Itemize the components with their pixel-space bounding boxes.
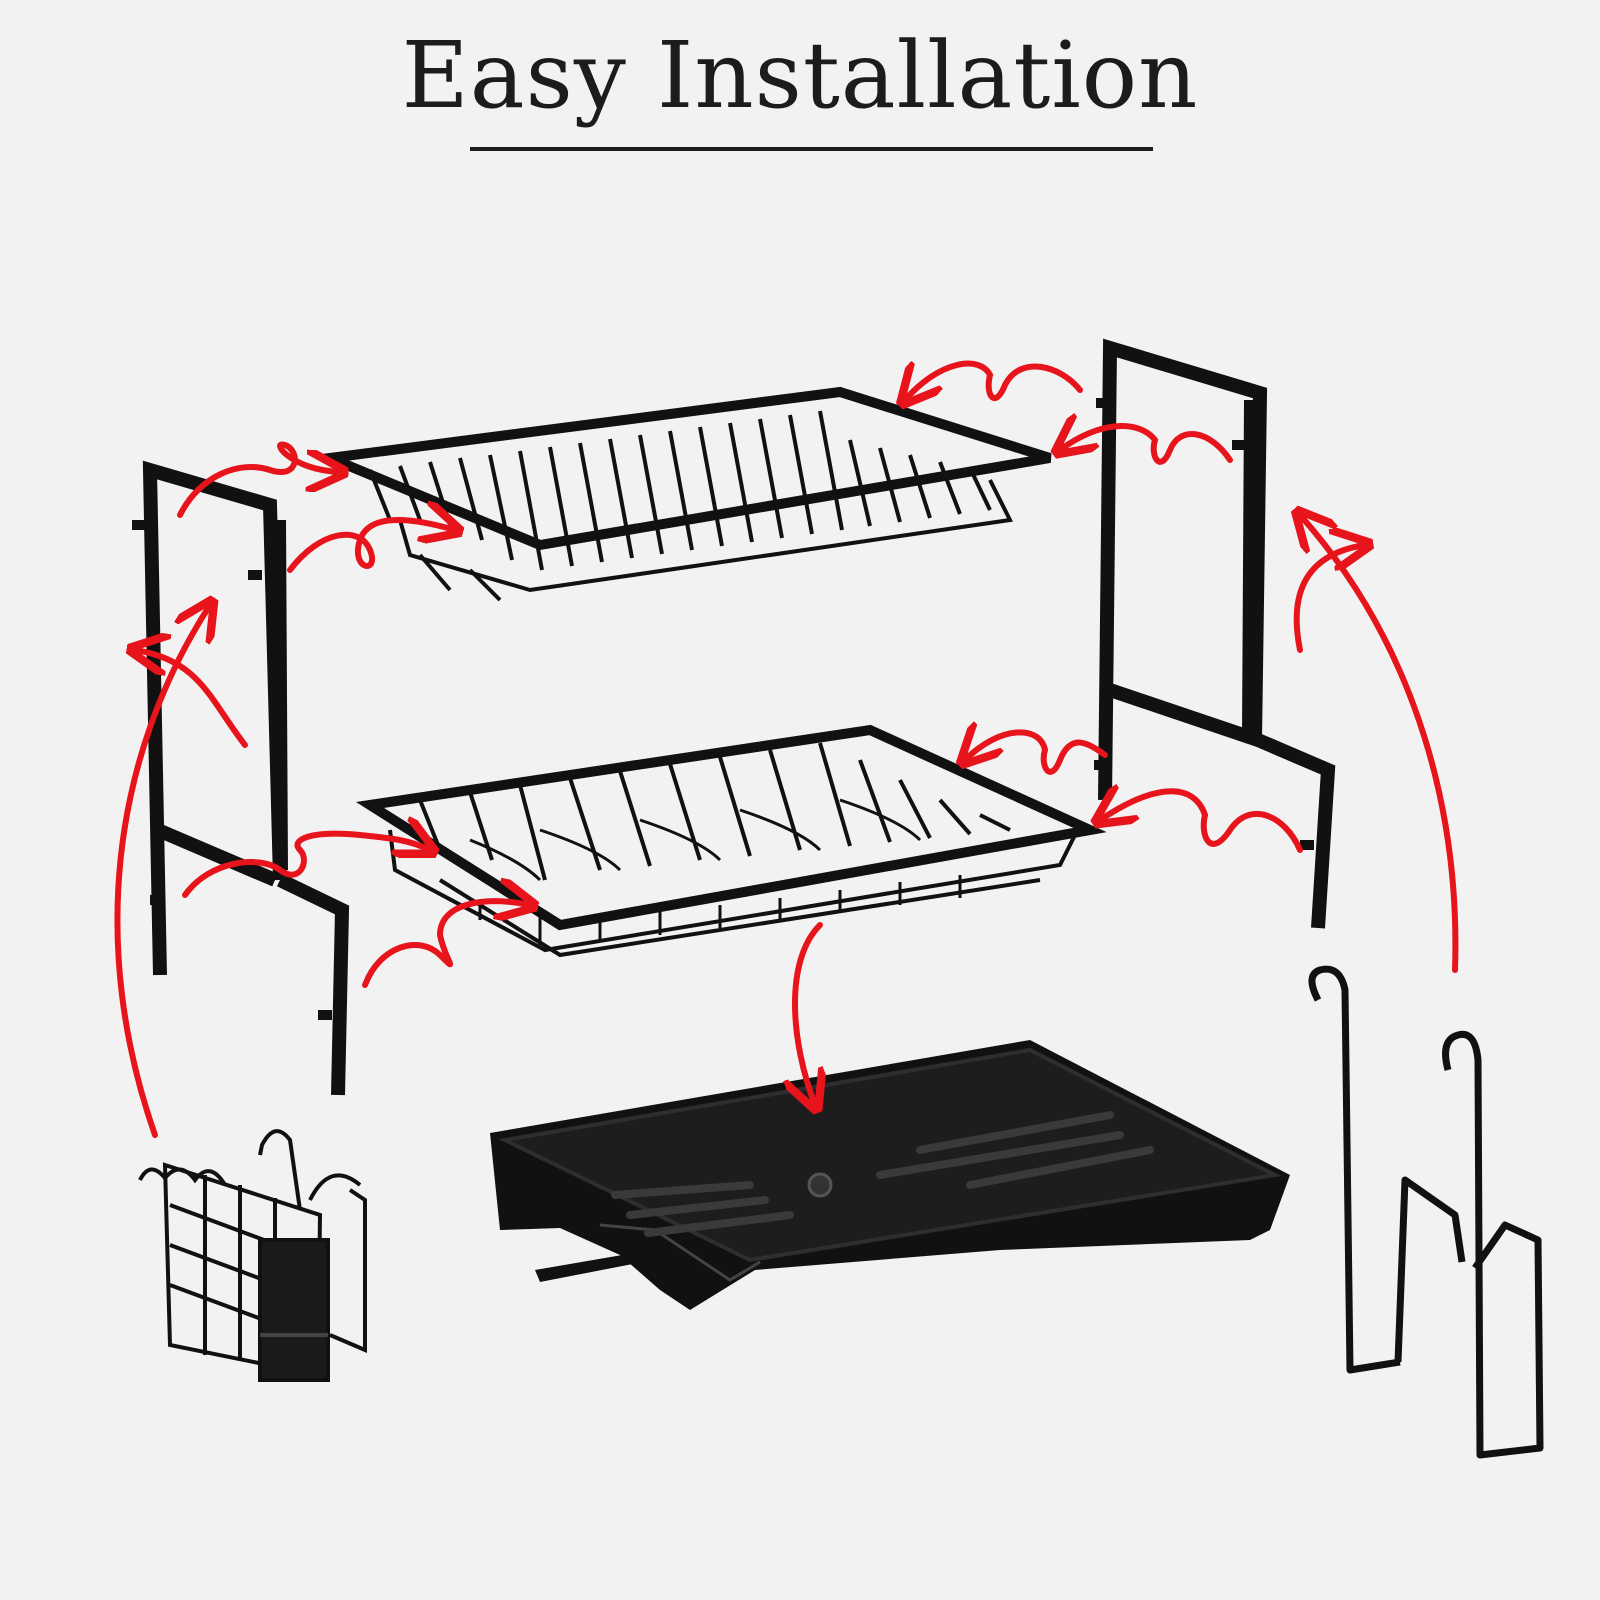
installation-arrows [114, 360, 1459, 1138]
arrow-loop-3 [905, 360, 1083, 400]
arrow-loop-2 [287, 520, 455, 573]
right-side-frame [1094, 338, 1336, 929]
title-underline [470, 147, 1153, 151]
arrow-to-tray [795, 922, 820, 1105]
arrow-loop-6 [362, 901, 530, 988]
arrow-left-outer [114, 605, 210, 1138]
arrow-right-outer [1300, 515, 1459, 973]
drip-tray [490, 1040, 1290, 1310]
arrow-loop-5 [182, 834, 430, 898]
arrow-loop-7 [965, 732, 1108, 775]
arrow-loop-1 [177, 441, 340, 518]
page-title: Easy Installation [401, 22, 1199, 129]
left-side-frame [132, 460, 350, 1096]
arrow-right-inner [1293, 545, 1365, 653]
arrow-loop-4 [1060, 426, 1233, 465]
cup-hooks [1308, 965, 1544, 1459]
arrow-left-inner [135, 650, 248, 748]
lower-dish-rack [355, 724, 1107, 958]
upper-dish-rack [310, 386, 1052, 602]
utensil-holder [138, 1129, 367, 1382]
arrow-loop-8 [1100, 791, 1303, 853]
